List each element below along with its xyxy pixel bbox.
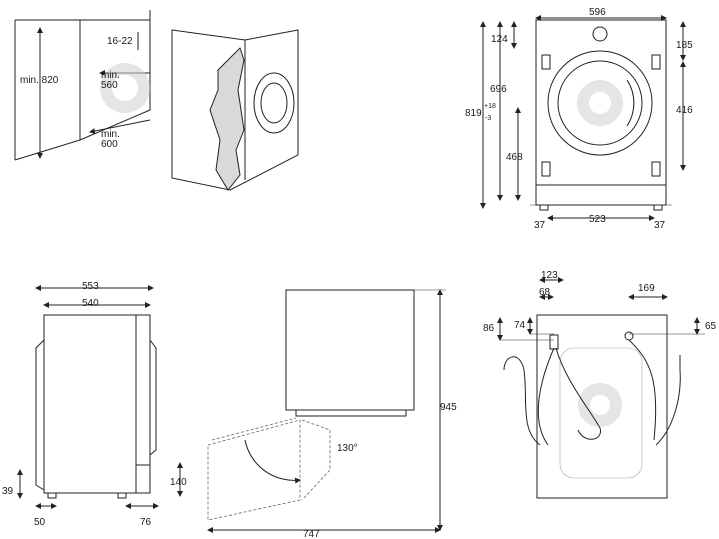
front-label-6: +18 xyxy=(484,103,496,110)
side-label-1: 540 xyxy=(82,298,99,309)
door-swing-view: 945 130° 747 xyxy=(207,289,457,539)
front-label-4: 416 xyxy=(676,105,693,116)
watermark-logo xyxy=(100,63,150,113)
niche-label-3: 560 xyxy=(101,80,118,91)
back-label-4: 74 xyxy=(514,320,526,331)
side-label-4: 50 xyxy=(34,517,46,528)
front-label-2: 185 xyxy=(676,40,693,51)
door-label-0: 945 xyxy=(440,402,457,413)
back-label-5: 65 xyxy=(705,321,717,332)
side-label-0: 553 xyxy=(82,281,99,292)
front-label-0: 596 xyxy=(589,7,606,18)
niche-label-5: 600 xyxy=(101,139,118,150)
niche-label-1: 16-22 xyxy=(107,36,133,47)
side-label-2: 39 xyxy=(2,486,14,497)
side-view: 553 540 39 140 50 76 xyxy=(2,281,187,528)
side-label-5: 76 xyxy=(140,517,152,528)
front-label-1: 124 xyxy=(491,34,508,45)
niche-label-2: min. xyxy=(101,70,120,81)
front-view: 596 124 185 696 416 819 +18 -3 468 523 3… xyxy=(465,7,693,231)
front-label-8: 468 xyxy=(506,152,523,163)
niche-view: min. 820 16-22 min. 560 min. 600 xyxy=(14,10,299,191)
front-label-5: 819 xyxy=(465,108,482,119)
front-label-9: 523 xyxy=(589,214,606,225)
front-label-3: 696 xyxy=(490,84,507,95)
back-label-3: 86 xyxy=(483,323,495,334)
door-label-1: 130° xyxy=(337,443,358,454)
front-label-11: 37 xyxy=(654,220,666,231)
niche-label-4: min. xyxy=(101,129,120,140)
back-view: 123 68 169 86 74 65 xyxy=(483,270,717,499)
back-label-2: 169 xyxy=(638,283,655,294)
niche-label-0: min. 820 xyxy=(20,75,59,86)
back-label-1: 68 xyxy=(539,287,551,298)
back-label-0: 123 xyxy=(541,270,558,281)
front-label-10: 37 xyxy=(534,220,546,231)
side-label-3: 140 xyxy=(170,477,187,488)
front-label-7: -3 xyxy=(485,115,491,122)
door-label-2: 747 xyxy=(303,529,320,539)
